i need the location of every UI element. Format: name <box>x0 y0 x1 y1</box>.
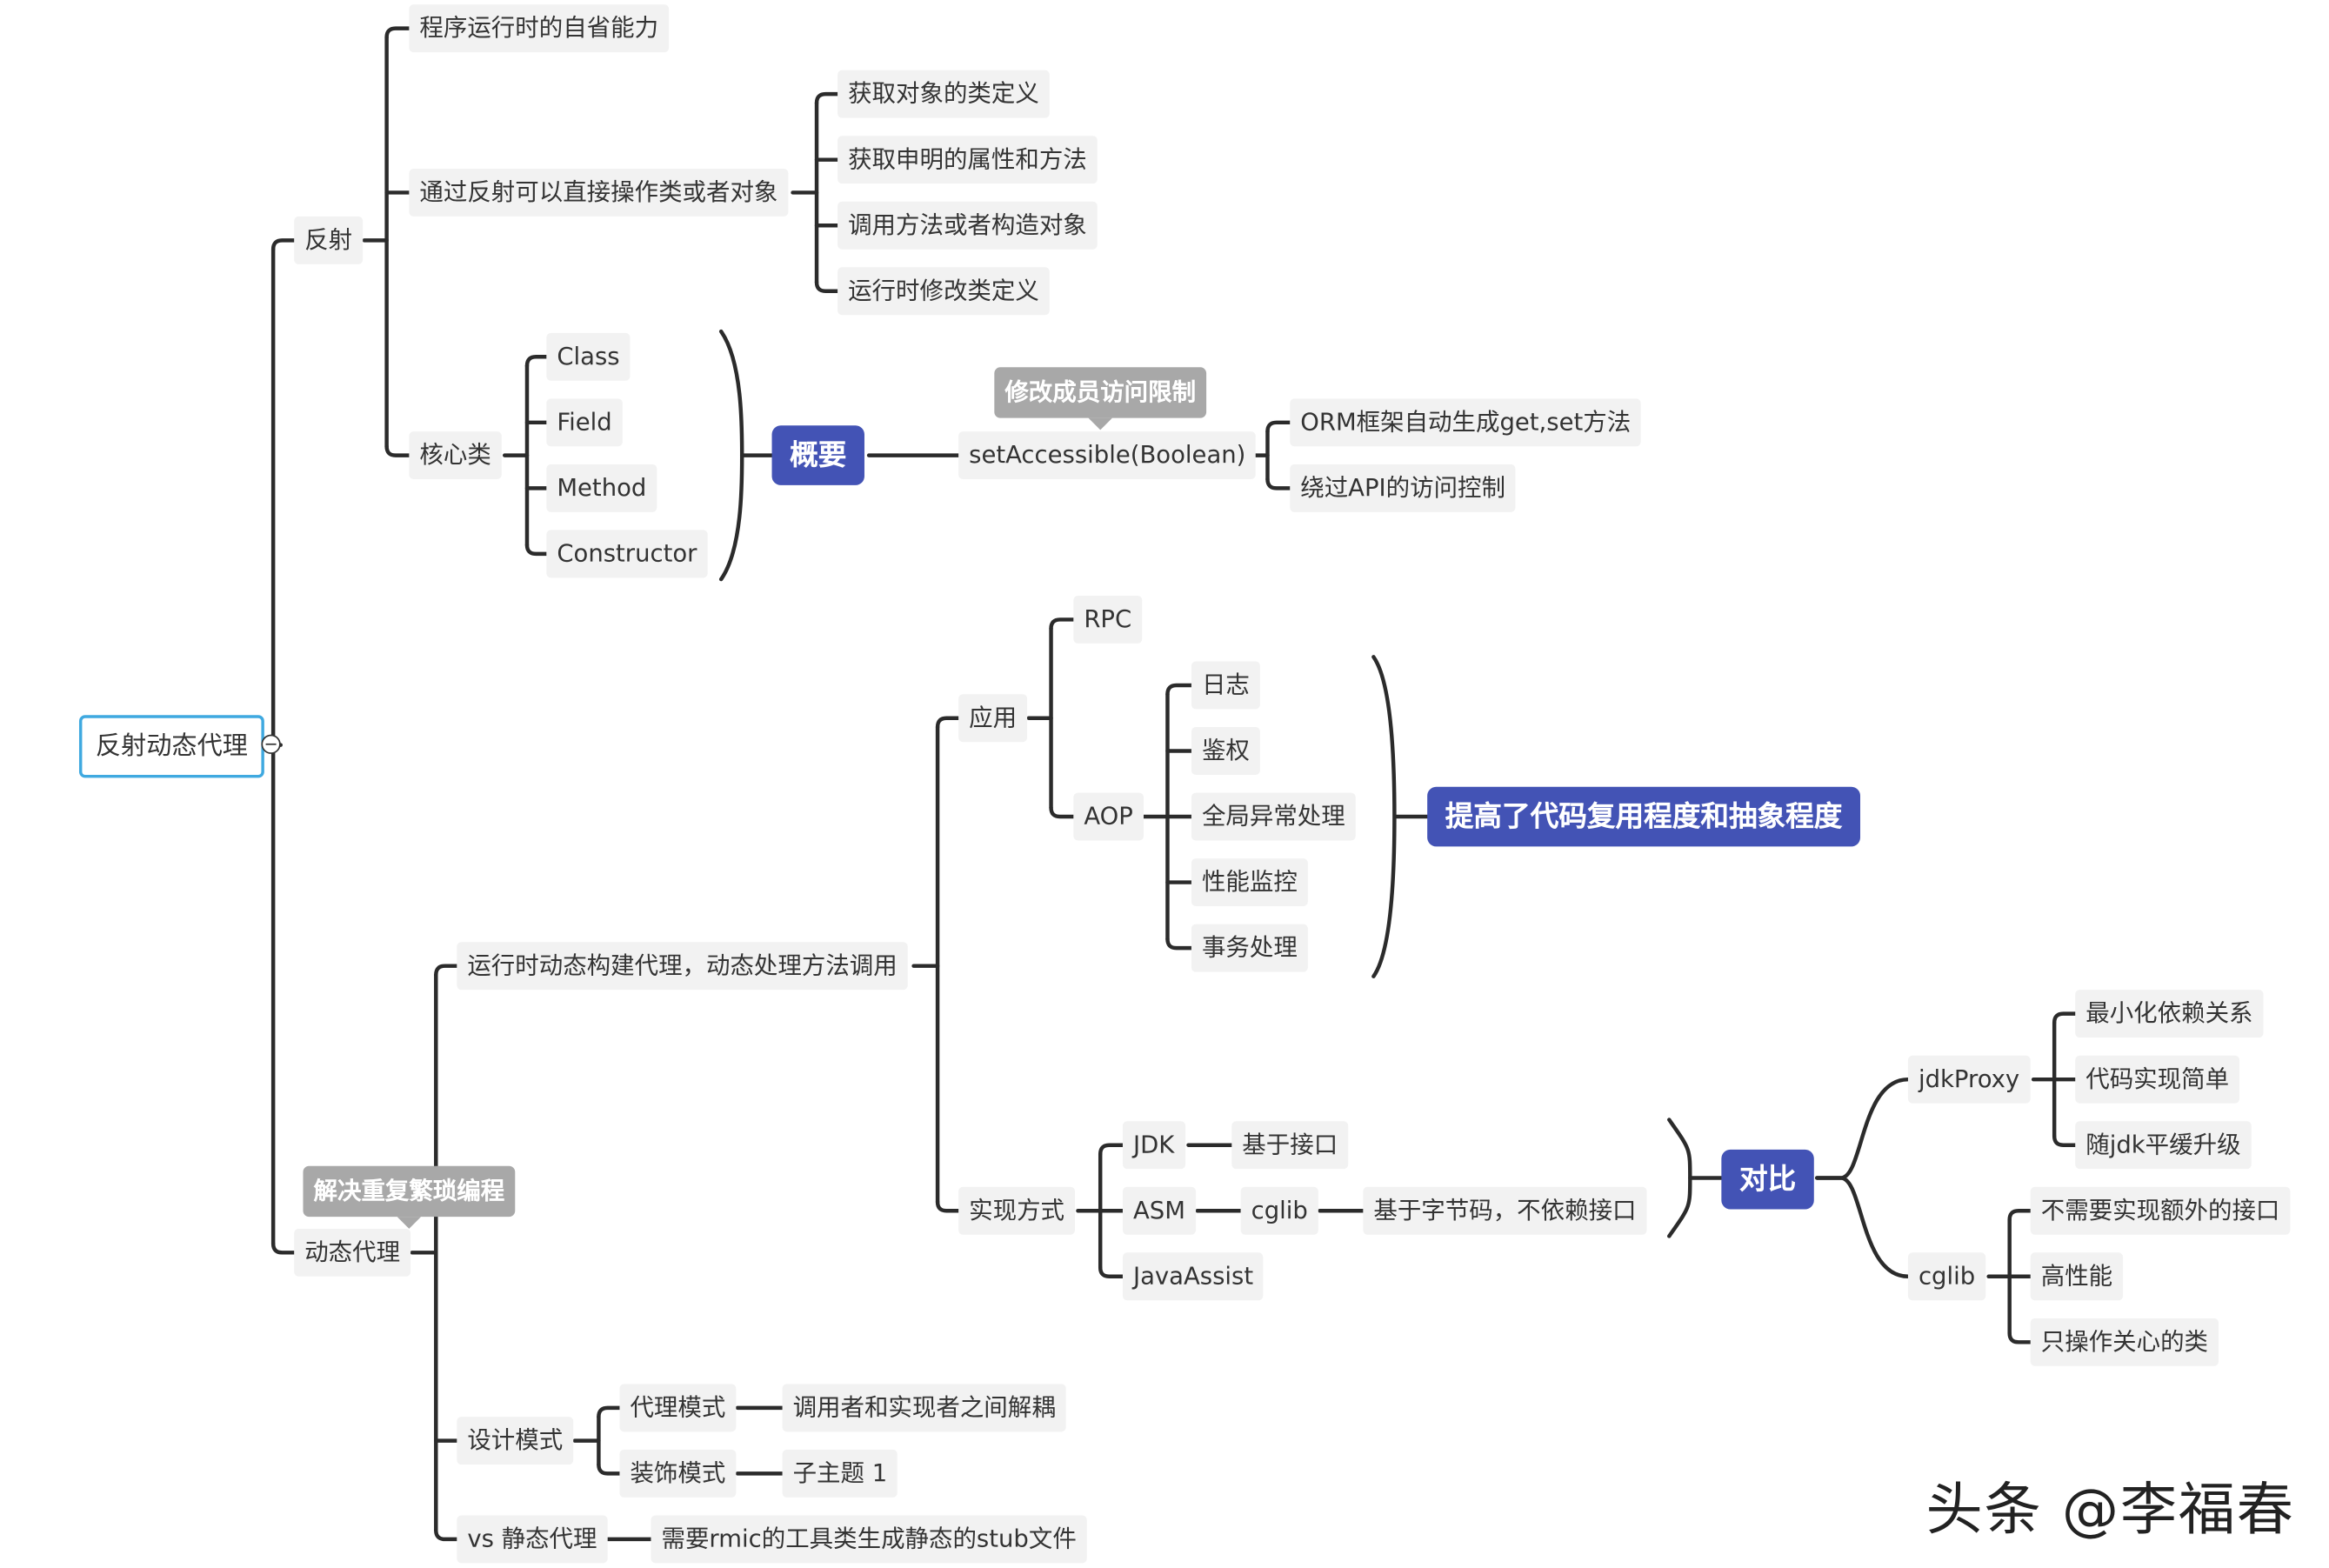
connector-branch <box>270 238 297 251</box>
node-cglib-item[interactable]: 不需要实现额外的接口 <box>2030 1186 2291 1235</box>
node-proxy-pattern[interactable]: 代理模式 <box>619 1384 737 1432</box>
node-operate-item[interactable]: 获取对象的类定义 <box>838 70 1050 118</box>
collapse-icon[interactable] <box>261 734 281 754</box>
node-javassist[interactable]: JavaAssist <box>1122 1252 1265 1301</box>
node-jdk[interactable]: JDK <box>1122 1121 1185 1170</box>
watermark: 头条 @李福春 <box>1925 1476 2295 1543</box>
node-application[interactable]: 应用 <box>958 694 1028 743</box>
node-operate-item[interactable]: 获取申明的属性和方法 <box>838 136 1098 184</box>
node-introspection[interactable]: 程序运行时的自省能力 <box>409 4 670 53</box>
node-cglib-item[interactable]: 高性能 <box>2030 1252 2124 1301</box>
node-bytecode-based[interactable]: 基于字节码，不依赖接口 <box>1363 1186 1647 1235</box>
node-aop-item[interactable]: 性能监控 <box>1191 858 1308 907</box>
node-aop-item[interactable]: 日志 <box>1191 661 1260 710</box>
connector-branch <box>2007 1209 2032 1222</box>
connector-branch <box>434 1528 459 1542</box>
node-runtime-proxy[interactable]: 运行时动态构建代理，动态处理方法调用 <box>457 942 908 991</box>
benefit-node[interactable]: 提高了代码复用程度和抽象程度 <box>1427 786 1861 847</box>
node-subtopic[interactable]: 子主题 1 <box>782 1449 898 1498</box>
node-implementation[interactable]: 实现方式 <box>958 1186 1076 1235</box>
callout-access-limit: 修改成员访问限制 <box>994 367 1207 430</box>
connector-branch <box>814 280 840 293</box>
connector-branch <box>1265 420 1292 434</box>
connector-branch <box>1098 1143 1125 1157</box>
node-aop[interactable]: AOP <box>1073 792 1144 841</box>
connector-branch <box>524 355 549 368</box>
connector-branch <box>524 543 549 557</box>
node-aop-item[interactable]: 全局异常处理 <box>1191 792 1356 841</box>
node-stub-file[interactable]: 需要rmic的工具类生成静态的stub文件 <box>651 1515 1087 1564</box>
connector-branch <box>1265 477 1292 490</box>
connector-branch <box>1049 805 1076 819</box>
node-jdk-proxy-item[interactable]: 代码实现简单 <box>2075 1055 2240 1104</box>
connector-branch <box>935 1199 961 1213</box>
node-orm-usage[interactable]: ORM框架自动生成get,set方法 <box>1290 398 1642 447</box>
connector-curve <box>1814 1077 1911 1180</box>
summary-brace <box>1371 655 1397 978</box>
connector-branch <box>2007 1331 2032 1344</box>
node-decoupling[interactable]: 调用者和实现者之间解耦 <box>782 1384 1066 1432</box>
node-operate-item[interactable]: 运行时修改类定义 <box>838 267 1050 316</box>
connector-branch <box>384 26 411 40</box>
summary-node[interactable]: 概要 <box>771 425 864 485</box>
connector-branch <box>2052 1011 2078 1025</box>
callout-repetitive: 解决重复繁琐编程 <box>303 1165 516 1229</box>
connector-branch <box>814 91 840 105</box>
node-jdk-proxy-item[interactable]: 随jdk平缓升级 <box>2075 1121 2252 1170</box>
node-interface-based[interactable]: 基于接口 <box>1231 1121 1349 1170</box>
connector-branch <box>597 1405 622 1419</box>
connector-branch <box>1165 937 1194 951</box>
connector-branch <box>1165 683 1194 697</box>
node-cglib-compare[interactable]: cglib <box>1907 1252 1986 1301</box>
connector-curve <box>1814 1176 1911 1279</box>
connector-branch <box>597 1462 622 1476</box>
node-cglib-item[interactable]: 只操作关心的类 <box>2030 1318 2219 1366</box>
node-field[interactable]: Field <box>546 398 623 447</box>
node-jdk-proxy-item[interactable]: 最小化依赖关系 <box>2075 990 2264 1038</box>
node-vs-static[interactable]: vs 静态代理 <box>457 1515 608 1564</box>
compare-node[interactable]: 对比 <box>1721 1149 1814 1210</box>
connector-branch <box>270 1241 297 1255</box>
node-reflection[interactable]: 反射 <box>294 216 364 264</box>
connector-branch <box>1098 1265 1125 1279</box>
node-constructor[interactable]: Constructor <box>546 530 708 578</box>
node-jdk-proxy[interactable]: jdkProxy <box>1907 1055 2031 1104</box>
connector-branch <box>2052 1134 2078 1147</box>
node-core-classes[interactable]: 核心类 <box>409 431 502 480</box>
node-aop-item[interactable]: 鉴权 <box>1191 727 1260 775</box>
node-design-pattern[interactable]: 设计模式 <box>457 1417 574 1465</box>
node-bypass-api[interactable]: 绕过API的访问控制 <box>1290 464 1517 512</box>
node-set-accessible[interactable]: setAccessible(Boolean) <box>958 431 1257 480</box>
connector-branch <box>935 716 961 730</box>
node-operate[interactable]: 通过反射可以直接操作类或者对象 <box>409 168 789 217</box>
connector-branch <box>384 444 411 457</box>
summary-brace <box>1667 1118 1692 1238</box>
node-decorator-pattern[interactable]: 装饰模式 <box>619 1449 737 1498</box>
root-node[interactable]: 反射动态代理 <box>78 715 264 778</box>
node-asm[interactable]: ASM <box>1122 1186 1196 1235</box>
node-method[interactable]: Method <box>546 464 657 512</box>
node-cglib[interactable]: cglib <box>1240 1186 1318 1235</box>
node-dynamic-proxy[interactable]: 动态代理 <box>294 1228 411 1277</box>
node-operate-item[interactable]: 调用方法或者构造对象 <box>838 201 1098 250</box>
node-class[interactable]: Class <box>546 332 631 381</box>
node-rpc[interactable]: RPC <box>1073 595 1143 644</box>
summary-brace <box>718 329 744 582</box>
connector-branch <box>1049 617 1076 631</box>
connector-branch <box>434 964 459 977</box>
node-aop-item[interactable]: 事务处理 <box>1191 924 1308 972</box>
